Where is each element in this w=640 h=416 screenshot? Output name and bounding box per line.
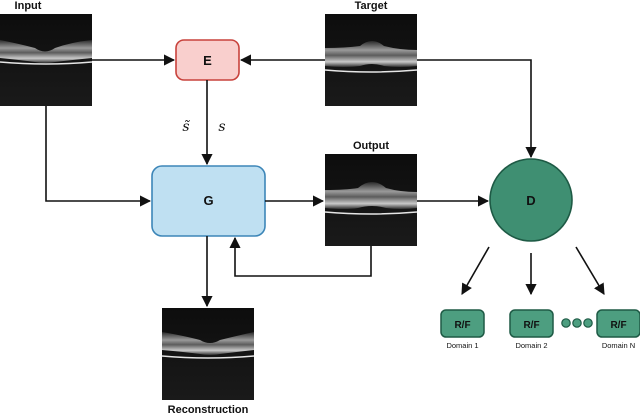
encoder-label: E bbox=[203, 53, 212, 68]
ellipsis-dot-3 bbox=[583, 318, 593, 328]
reconstruction-label: Reconstruction bbox=[168, 404, 249, 416]
head-n-domain: Domain N bbox=[602, 341, 635, 350]
target-image bbox=[324, 14, 418, 106]
edge-discriminator-to-head-n bbox=[575, 246, 605, 295]
generator-label: G bbox=[203, 193, 213, 208]
head-2-label: R/F bbox=[523, 320, 539, 331]
head-2-domain: Domain 2 bbox=[515, 341, 547, 350]
edge-input-to-generator bbox=[45, 106, 152, 207]
head-n: R/F Domain N bbox=[596, 309, 640, 350]
head-1-label: R/F bbox=[454, 320, 470, 331]
ellipsis-dot-2 bbox=[572, 318, 582, 328]
edge-output-feedback-to-generator bbox=[229, 236, 372, 277]
style-code-encoded: s bbox=[218, 119, 225, 135]
discriminator-label: D bbox=[526, 193, 535, 208]
style-code-random: s̃ bbox=[182, 119, 190, 135]
target-label: Target bbox=[355, 0, 388, 12]
reconstruction-image bbox=[161, 308, 255, 400]
input-image bbox=[0, 14, 93, 106]
input-label: Input bbox=[15, 0, 42, 12]
head-n-label: R/F bbox=[610, 320, 626, 331]
ellipsis-dots bbox=[561, 318, 593, 328]
edge-target-to-discriminator bbox=[417, 59, 537, 159]
discriminator-node bbox=[489, 158, 573, 242]
output-image bbox=[324, 154, 418, 246]
edge-discriminator-to-head-1 bbox=[461, 246, 490, 295]
head-1: R/F Domain 1 bbox=[440, 309, 485, 350]
head-1-domain: Domain 1 bbox=[446, 341, 478, 350]
output-label: Output bbox=[353, 140, 389, 152]
ellipsis-dot-1 bbox=[561, 318, 571, 328]
head-2: R/F Domain 2 bbox=[509, 309, 554, 350]
